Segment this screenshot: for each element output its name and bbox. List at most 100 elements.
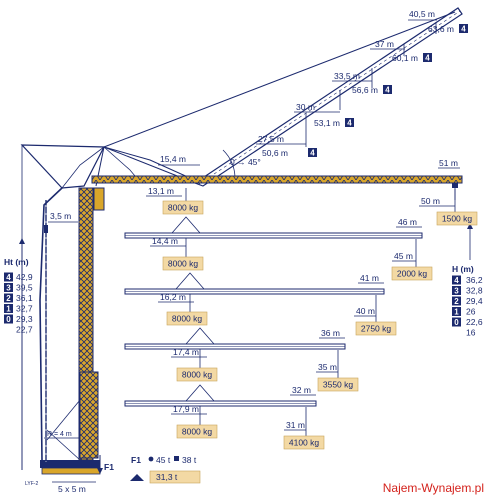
tower-f1: F1 bbox=[104, 462, 114, 472]
legend-total-value: 31,3 t bbox=[156, 472, 178, 482]
svg-text:4: 4 bbox=[461, 25, 466, 34]
height-badge bbox=[4, 283, 13, 292]
legend-f1: F1 bbox=[131, 455, 141, 465]
far-radius: 40 m bbox=[356, 306, 375, 316]
far-load: 4100 kg bbox=[289, 438, 320, 448]
far-load-box bbox=[317, 377, 359, 392]
far-load-box bbox=[355, 321, 397, 336]
luffing-height: 53,1 m bbox=[314, 118, 340, 128]
far-radius: 31 m bbox=[286, 420, 305, 430]
near-load: 8000 kg bbox=[172, 314, 203, 324]
ht-value: 32,7 bbox=[16, 304, 33, 314]
model-note: LYF-2 bbox=[25, 481, 38, 487]
h-value: 32,8 bbox=[466, 286, 483, 296]
tower-mast bbox=[40, 187, 105, 475]
height-badge bbox=[4, 293, 13, 303]
jib-length: 36 m bbox=[321, 328, 340, 338]
far-load: 2000 kg bbox=[397, 269, 428, 279]
luffing-position: 27,5 m 50,6 m 4 bbox=[256, 134, 317, 158]
near-load: 8000 kg bbox=[168, 203, 199, 213]
luffing-position: 37 m 60,1 m 4 bbox=[370, 39, 432, 63]
height-badge bbox=[345, 118, 354, 127]
watermark: Najem-Wynajem.pl bbox=[383, 481, 484, 495]
h-badge: 4 bbox=[454, 276, 459, 285]
ht-value: 22,7 bbox=[16, 325, 33, 335]
h-table: H (m) bbox=[452, 223, 474, 274]
ht-value: 42,9 bbox=[16, 272, 33, 282]
jib-min-radius: 15,4 m bbox=[160, 154, 186, 164]
height-badge bbox=[4, 304, 13, 313]
height-badge bbox=[452, 275, 461, 285]
ht-table: Ht (m) bbox=[4, 238, 29, 470]
luffing-height: 50,6 m bbox=[262, 148, 288, 158]
far-load: 2750 kg bbox=[361, 324, 392, 334]
h-badge: 0 bbox=[454, 318, 459, 327]
luffing-angle: 0 → 45° bbox=[230, 157, 261, 167]
ht-badge: 0 bbox=[6, 315, 11, 324]
height-badge bbox=[452, 296, 461, 306]
height-badge bbox=[452, 286, 461, 295]
legend-circle-value: 45 t bbox=[156, 455, 171, 465]
far-load: 3550 kg bbox=[323, 380, 354, 390]
near-load-box bbox=[176, 424, 218, 439]
svg-text:4: 4 bbox=[310, 149, 315, 158]
height-badge bbox=[4, 272, 13, 282]
luffing-radius: 37 m bbox=[375, 39, 394, 49]
h-row: 16 bbox=[466, 328, 476, 338]
near-load: 8000 kg bbox=[168, 259, 199, 269]
height-badge bbox=[4, 314, 13, 324]
far-radius: 45 m bbox=[394, 251, 413, 261]
load-row: 36 m 17,4 m 8000 kg 35 m 3550 kg bbox=[124, 327, 359, 392]
h-value: 22,6 bbox=[466, 317, 483, 327]
far-radius: 35 m bbox=[318, 362, 337, 372]
h-badge: 2 bbox=[454, 297, 459, 306]
luffing-radius: 33,5 m bbox=[334, 71, 360, 81]
near-radius: 17,9 m bbox=[173, 404, 199, 414]
height-badge bbox=[383, 85, 392, 94]
ht-badge: 4 bbox=[6, 273, 11, 282]
near-load-box bbox=[176, 367, 218, 382]
luffing-height: 56,6 m bbox=[352, 85, 378, 95]
luffing-radius: 30 m bbox=[296, 102, 315, 112]
ht-value: 29,3 bbox=[16, 314, 33, 324]
height-badge bbox=[459, 24, 468, 33]
luffing-radius: 40,5 m bbox=[409, 9, 435, 19]
ht-badge: 3 bbox=[6, 284, 11, 293]
h-value: 16 bbox=[466, 328, 476, 338]
h-value: 29,4 bbox=[466, 296, 483, 306]
legend-square-value: 38 t bbox=[182, 455, 197, 465]
jib-length: 32 m bbox=[292, 385, 311, 395]
h-badge: 3 bbox=[454, 287, 459, 296]
ht-value: 36,1 bbox=[16, 293, 33, 303]
ht-badge: 1 bbox=[6, 305, 11, 314]
height-badge bbox=[452, 307, 461, 316]
luffing-positions: 40,5 m 63,6 m 4 37 m 60,1 m 4 33,5 m 56,… bbox=[230, 9, 468, 167]
near-load: 8000 kg bbox=[182, 370, 213, 380]
luffing-height: 60,1 m bbox=[392, 53, 418, 63]
square-icon bbox=[174, 456, 179, 461]
tower-radius-label: R = 4 m bbox=[47, 431, 72, 438]
jib-length: 46 m bbox=[398, 217, 417, 227]
far-load-box bbox=[391, 266, 433, 281]
far-load: 1500 kg bbox=[442, 214, 473, 224]
weight-icon bbox=[130, 474, 144, 481]
svg-text:4: 4 bbox=[385, 86, 390, 95]
luffing-position: 30 m 53,1 m 4 bbox=[294, 102, 354, 128]
near-radius: 17,4 m bbox=[173, 347, 199, 357]
tower-base: 5 x 5 m bbox=[58, 484, 86, 494]
luffing-radius: 27,5 m bbox=[258, 134, 284, 144]
near-load-box bbox=[162, 256, 204, 271]
